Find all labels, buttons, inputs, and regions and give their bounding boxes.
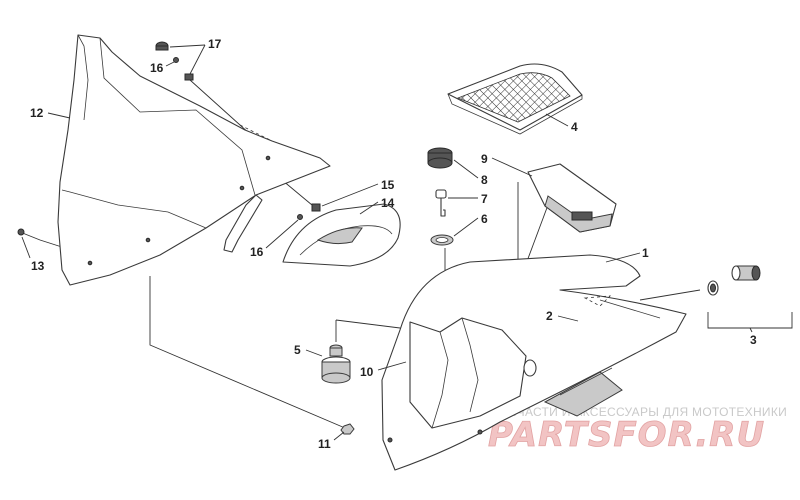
callout-1: 1 <box>642 246 649 260</box>
callout-2: 2 <box>546 309 553 323</box>
callout-leaders <box>21 44 641 441</box>
socket-bracket <box>707 312 793 329</box>
windshield-mount-tab <box>223 194 263 253</box>
nut-11 <box>340 423 355 435</box>
callout-7: 7 <box>481 192 488 206</box>
fastener-15 <box>311 203 321 212</box>
hood <box>381 254 687 471</box>
ignition-cap <box>427 147 453 169</box>
switch-housing <box>321 344 351 384</box>
switch-to-hood-line-2 <box>335 319 401 329</box>
windshield-to-fastener-line <box>149 276 346 429</box>
callout-13: 13 <box>31 259 45 273</box>
callout-3: 3 <box>750 333 757 347</box>
callout-11: 11 <box>318 437 331 451</box>
socket-to-hood-line <box>639 289 701 301</box>
power-socket <box>707 265 793 333</box>
fastener-17b <box>184 73 194 81</box>
callout-labels: 17 16 12 13 16 15 14 8 7 6 9 4 1 2 3 5 1… <box>30 37 757 451</box>
console-bracket <box>527 163 617 233</box>
screw-13 <box>17 228 25 236</box>
callout-6: 6 <box>481 212 488 226</box>
storage-net-tray <box>447 63 583 135</box>
hood-vent <box>543 371 623 417</box>
callout-16b: 16 <box>250 245 264 259</box>
callout-8: 8 <box>481 173 488 187</box>
screw-13-line <box>19 231 66 249</box>
key-ring-seal <box>430 234 454 246</box>
ignition-key <box>435 189 447 217</box>
callout-17: 17 <box>208 37 222 51</box>
callout-4: 4 <box>571 120 578 134</box>
washer-16b <box>297 214 303 220</box>
headlight-lens <box>282 203 401 267</box>
callout-15: 15 <box>381 178 395 192</box>
watermark-logo: PARTSFOR.RU <box>488 415 765 455</box>
callout-14: 14 <box>381 196 395 210</box>
connector-block <box>571 211 593 221</box>
callout-9: 9 <box>481 152 488 166</box>
watermark: ЗАПЧАСТИ И АКСЕССУАРЫ ДЛЯ МОТОТЕХНИКИ PA… <box>488 405 787 455</box>
nut-17 <box>155 41 169 51</box>
hood-light-mount <box>523 359 537 377</box>
callout-10: 10 <box>360 365 374 379</box>
callout-16: 16 <box>150 61 164 75</box>
callout-5: 5 <box>294 343 301 357</box>
hood-decal-outline <box>583 295 612 307</box>
windshield <box>57 34 331 286</box>
callout-12: 12 <box>30 106 44 120</box>
washer-16 <box>173 57 179 63</box>
